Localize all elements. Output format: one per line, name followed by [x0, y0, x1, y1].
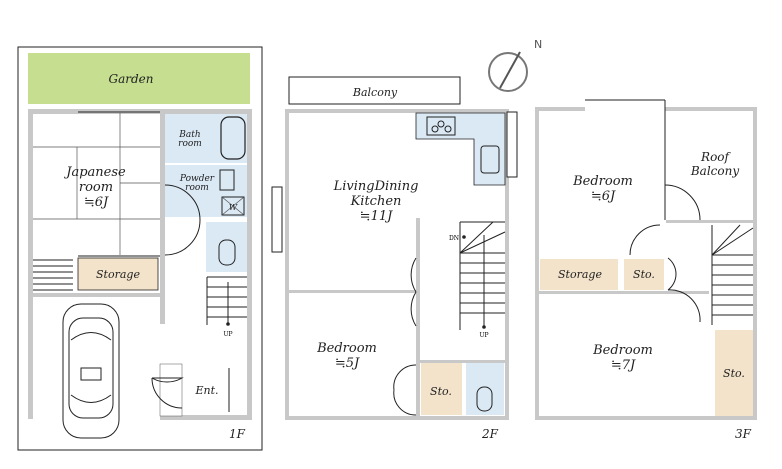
door-swing: [667, 257, 701, 323]
roof-balcony-label: Balcony: [690, 164, 739, 178]
wall: [285, 416, 509, 420]
floor-label-1f: 1F: [229, 427, 246, 441]
wall: [285, 109, 289, 420]
bedroom-size: ≒6J: [591, 189, 616, 204]
bedroom-size: ≒5J: [335, 356, 360, 371]
balcony-label: Balcony: [352, 86, 398, 99]
door-swing: [664, 184, 701, 221]
japanese-room: Japanese room ≒6J: [33, 111, 160, 257]
wall: [665, 107, 757, 111]
powder-label: room: [185, 183, 209, 193]
bath-label: room: [178, 139, 202, 149]
balcony-2f: [288, 76, 461, 105]
wall: [753, 107, 757, 420]
bedroom-size: ≒7J: [611, 358, 636, 373]
bedroom-label: Bedroom: [572, 174, 633, 189]
ldk-label: LivingDining: [333, 179, 419, 194]
storage-3f: [540, 259, 618, 290]
floor-label-3f: 3F: [735, 427, 752, 441]
sink-icon: [219, 169, 235, 191]
garden: [28, 53, 250, 104]
storage-label: Sto.: [430, 385, 452, 398]
washer-label: W: [229, 203, 238, 212]
bath-label: Bath: [178, 130, 200, 140]
wall: [28, 293, 163, 297]
wall: [666, 220, 753, 223]
door-swing: [164, 184, 201, 221]
washer-icon: [221, 196, 245, 216]
stairs-up-label: UP: [479, 332, 488, 339]
wall: [535, 107, 539, 420]
toilet-icon: [218, 239, 236, 266]
kitchen-counter: [415, 112, 506, 186]
door-swing: [410, 257, 417, 327]
japanese-room-size: ≒6J: [84, 195, 109, 210]
roof-balcony-label: Roof: [700, 150, 731, 164]
closet-door: [393, 364, 417, 416]
wall: [420, 360, 508, 363]
bay-window: [271, 186, 283, 253]
compass-icon: N: [488, 38, 542, 92]
storage-label: Sto.: [633, 268, 655, 281]
north-label: N: [534, 38, 542, 51]
door-swing: [629, 224, 661, 256]
floor-label-2f: 2F: [481, 427, 499, 441]
storage-b-3f: [715, 330, 753, 416]
bathtub-icon: [220, 116, 246, 160]
storage-label: Sto.: [723, 367, 745, 380]
garden-label: Garden: [109, 72, 154, 86]
wall: [535, 416, 757, 420]
bay-window: [506, 111, 518, 178]
storage-label: Storage: [96, 268, 140, 281]
toilet-icon: [476, 386, 493, 412]
stairs-down-label: DN: [449, 235, 459, 242]
stove-icon: [426, 116, 456, 136]
stairs-2f: [459, 221, 506, 330]
bedroom-label: Bedroom: [592, 343, 653, 358]
ldk-label: Kitchen: [350, 194, 402, 209]
wall: [505, 109, 509, 420]
ldk-size: ≒11J: [360, 209, 393, 224]
lot-boundary: [17, 46, 263, 451]
storage-small-3f: [624, 259, 664, 290]
door-swing: [164, 219, 201, 256]
car-icon: [62, 303, 120, 439]
storage-1f: [77, 257, 159, 291]
japanese-room-label: room: [79, 180, 113, 195]
wall: [416, 218, 420, 418]
toilet-room: [466, 363, 504, 415]
stairs-up-label: UP: [223, 331, 232, 338]
entrance-door[interactable]: [151, 377, 184, 383]
powder-room: [165, 165, 247, 217]
storage-label: Storage: [558, 268, 602, 281]
entrance-label: Ent.: [194, 384, 218, 397]
wall: [289, 290, 416, 293]
stairs-1f: [206, 276, 247, 326]
toilet-room: [206, 222, 247, 272]
storage-2f: [421, 363, 462, 415]
bathroom: [165, 114, 247, 163]
floor-1f: Garden Japanese room ≒6J Storage: [17, 46, 263, 451]
wall: [247, 109, 252, 419]
sink-icon: [480, 145, 500, 174]
wall: [160, 109, 165, 324]
wall: [160, 415, 252, 420]
entrance-door-swing: [151, 377, 183, 409]
shelf-lines: [33, 259, 73, 291]
bedroom-label: Bedroom: [316, 341, 377, 356]
powder-label: Powder: [179, 174, 215, 184]
wall: [539, 291, 709, 294]
japanese-room-label: Japanese: [63, 165, 126, 180]
stairs-3f: [711, 224, 754, 325]
wall: [535, 107, 585, 111]
floor-2f: Balcony LivingDining Kitchen ≒11J DN UP …: [271, 76, 518, 441]
wall: [28, 109, 33, 419]
wall: [285, 109, 509, 113]
floor-3f: Bedroom ≒6J Roof Balcony Storage Sto. Be…: [535, 99, 757, 441]
